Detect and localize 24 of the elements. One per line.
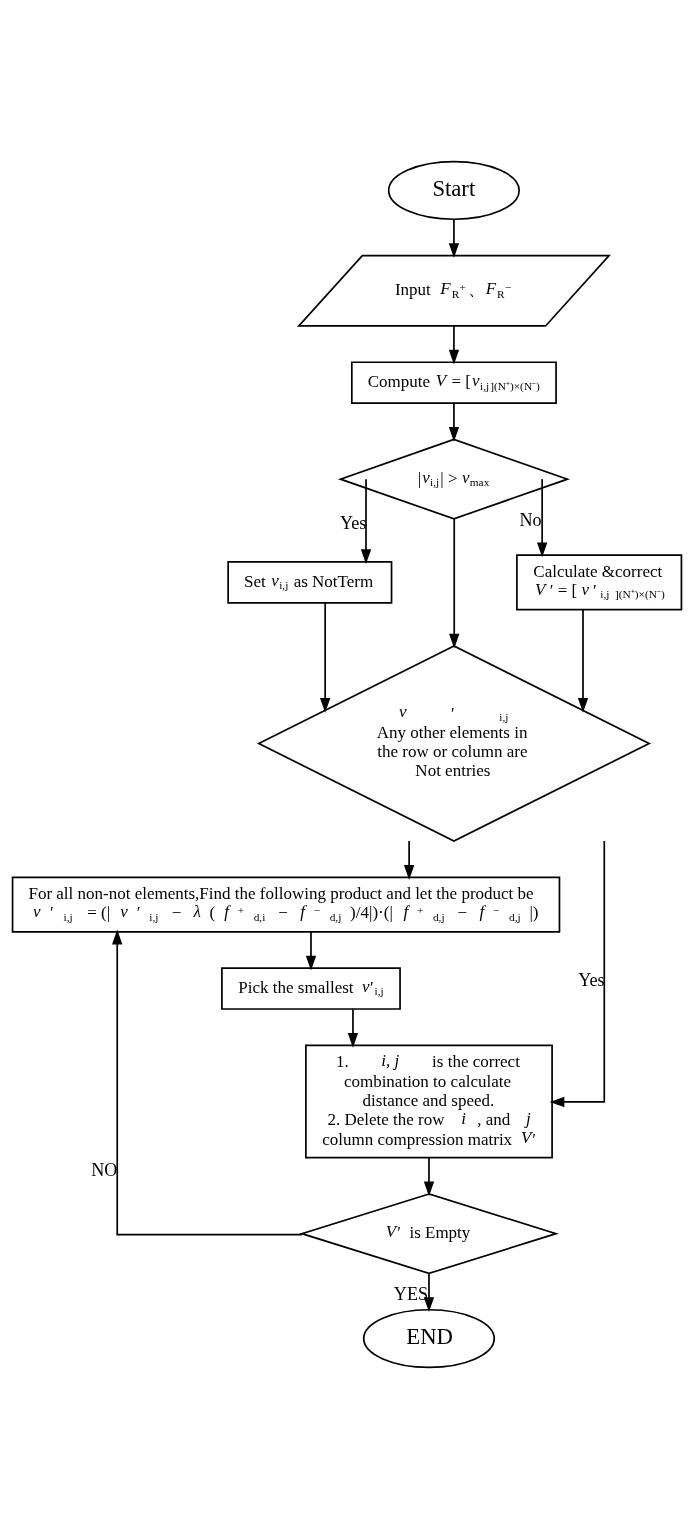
arrow <box>448 218 460 258</box>
node-box: For all non-not elements,Find the following product and let the product be v′i,j = (|v′i,j − λ(f+d,i − f−d,j)/4|)·(|f+d,j − f−d,j|) <box>11 876 561 933</box>
node-ellipse: END <box>362 1308 496 1368</box>
arrow <box>448 401 460 442</box>
node-box: 1. i, j is the correct combination to calculate distance and speed. 2. Delete the row i, and j column compression matrix V′ <box>305 1043 553 1158</box>
arrow <box>347 1007 359 1048</box>
arrow <box>537 477 548 557</box>
arrow <box>320 601 331 713</box>
node-diamond: V′ is Empty <box>299 1192 559 1274</box>
arrow <box>423 1272 435 1312</box>
node-box: Pick the smallest v′i,j <box>221 966 401 1010</box>
arrow <box>360 477 372 564</box>
arrow <box>305 930 317 971</box>
arrow <box>448 324 460 365</box>
arrow <box>112 929 303 1236</box>
arrow <box>577 608 589 713</box>
arrow <box>449 517 460 648</box>
arrow <box>403 839 415 880</box>
node-diamond: v′i,j Any other elements in the row or column are Not entries <box>256 644 651 842</box>
arrow <box>423 1156 435 1196</box>
node-ellipse: Start <box>387 160 521 220</box>
arrow <box>549 839 606 1107</box>
edge-label: YES <box>393 1283 429 1304</box>
node-box: Calculate &correct V′ = [v′i,j](N⁺)×(N⁻) <box>516 553 683 610</box>
